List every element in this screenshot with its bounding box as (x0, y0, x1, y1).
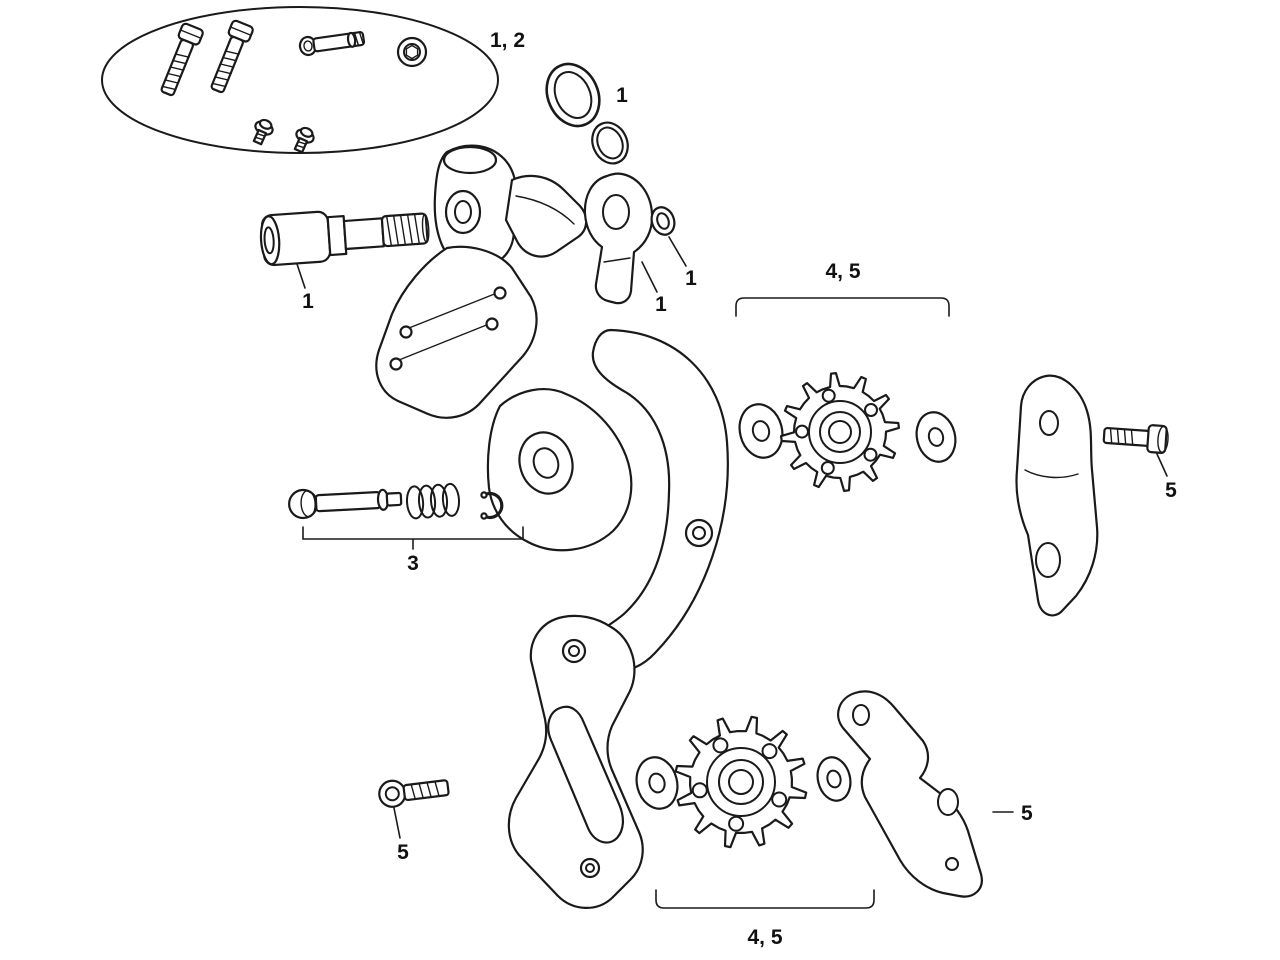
callout-label-b-bolt: 1 (302, 290, 314, 313)
leader-line (393, 807, 401, 839)
upper-jockey-wheel (780, 372, 900, 492)
upper-pulley-washer-right (915, 411, 957, 463)
inner-cage-plate-upper (1015, 374, 1099, 617)
bracket-upper-pulley (735, 297, 950, 317)
bracket-lower-pulley (655, 889, 875, 909)
callout-label-cage-bolt-right: 5 (1165, 479, 1177, 502)
callout-label-hanger-washer: 1 (685, 267, 697, 290)
callout-label-fastener-group: 1, 2 (490, 29, 525, 52)
callout-label-lower-pulley-group: 4, 5 (747, 926, 782, 949)
pivot-pin-icon (298, 31, 366, 57)
mount-bolt-icon (210, 19, 254, 94)
upper-pulley-washer-left (738, 403, 784, 459)
flange-bolt-icon (293, 126, 315, 154)
callout-label-inner-cage-plate: 5 (1021, 802, 1033, 825)
bracket-spring-assembly (302, 526, 524, 550)
seal-ring-large (545, 62, 601, 128)
callout-label-seal: 1 (616, 84, 628, 107)
retaining-clip (480, 491, 504, 520)
derailleur-body (375, 144, 729, 673)
leader-line (1156, 453, 1168, 477)
leader-line (296, 263, 306, 289)
inner-cage-plate-lower (837, 690, 983, 898)
lower-pulley-washer-left (635, 756, 679, 810)
cage-pivot-bolt (288, 488, 403, 520)
leader-line (641, 261, 658, 293)
hanger-washer (650, 206, 676, 236)
cage-spring (405, 482, 461, 520)
seal-ring-small (591, 121, 629, 165)
callout-label-hanger-seal: 1 (655, 293, 667, 316)
lock-nut-icon (396, 36, 428, 68)
flange-bolt-icon (252, 118, 274, 146)
callout-label-upper-pulley-group: 4, 5 (825, 260, 860, 283)
leader-line (668, 236, 687, 267)
outer-cage-plate (507, 614, 644, 909)
derailleur-hanger (583, 172, 654, 305)
mount-bolt-icon (160, 22, 204, 97)
lower-jockey-wheel (674, 715, 808, 849)
lower-pulley-washer-right (816, 756, 852, 802)
fastener-callout-balloon (101, 6, 499, 154)
cage-bolt-right (1102, 424, 1169, 454)
cage-bolt-left (378, 779, 450, 808)
callout-label-cage-bolt-left: 5 (397, 841, 409, 864)
b-bolt (259, 210, 430, 267)
callout-label-spring-assembly: 3 (407, 552, 419, 575)
